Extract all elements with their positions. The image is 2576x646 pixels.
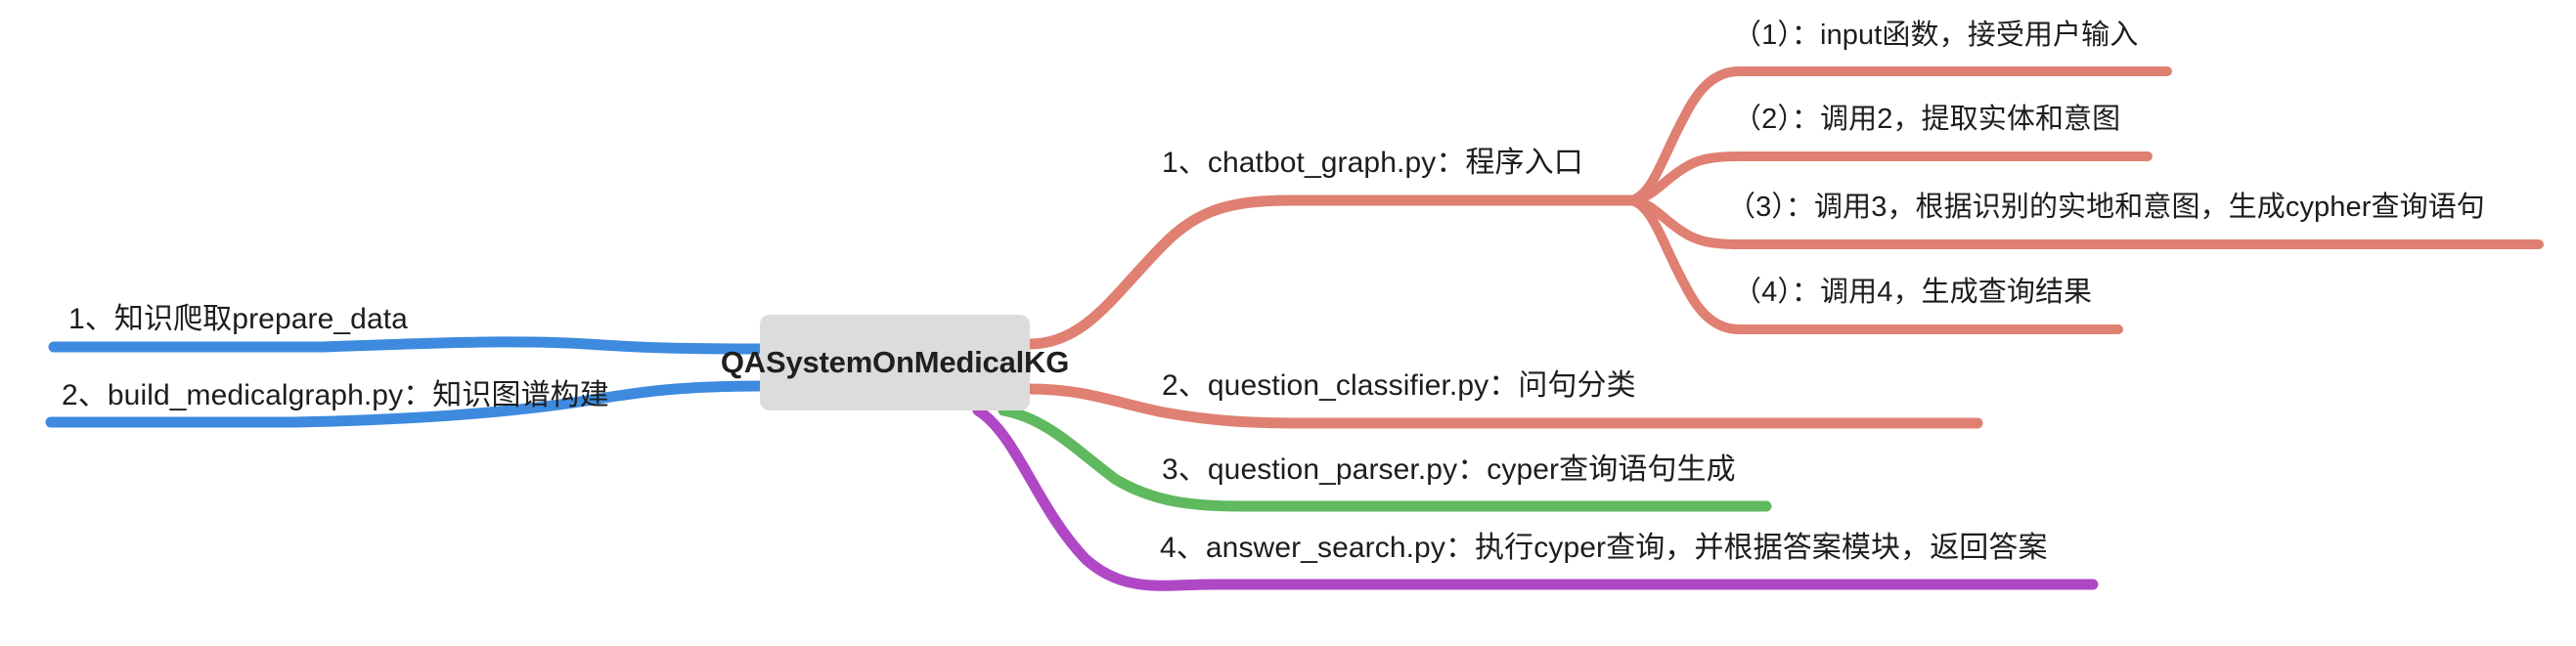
right-branch-label-3[interactable]: 3、question_parser.py：cyper查询语句生成 — [1162, 453, 1736, 486]
sub-branch-label-2[interactable]: （2）：调用2，提取实体和意图 — [1733, 104, 2121, 135]
right-branch-label-2[interactable]: 2、question_classifier.py：问句分类 — [1162, 369, 1636, 402]
root-node[interactable]: QASystemOnMedicalKG — [721, 315, 1069, 410]
edge-right-1 — [1024, 194, 1637, 350]
sub-branch-label-3[interactable]: （3）：调用3，根据识别的实地和意图，生成cypher查询语句 — [1727, 192, 2485, 223]
root-node-label: QASystemOnMedicalKG — [720, 345, 1070, 380]
sub-branch-label-1[interactable]: （1）：input函数，接受用户输入 — [1733, 20, 2139, 51]
edge-left-1 — [48, 336, 766, 355]
left-branch-label-2[interactable]: 2、build_medicalgraph.py：知识图谱构建 — [62, 379, 609, 411]
right-branch-label-1[interactable]: 1、chatbot_graph.py：程序入口 — [1162, 147, 1583, 179]
edge-sub-1 — [1626, 66, 2172, 205]
right-branch-label-4[interactable]: 4、answer_search.py：执行cyper查询，并根据答案模块，返回答… — [1160, 532, 2048, 564]
left-branch-label-1[interactable]: 1、知识爬取prepare_data — [68, 303, 408, 335]
sub-branch-label-4[interactable]: （4）：调用4，生成查询结果 — [1733, 277, 2093, 308]
